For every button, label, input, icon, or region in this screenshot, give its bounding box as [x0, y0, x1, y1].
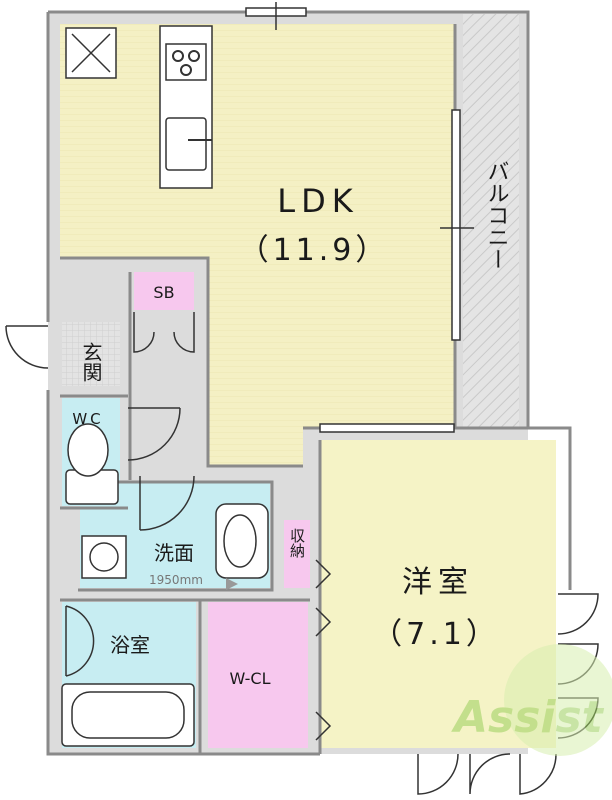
ldk-label: LDK [277, 182, 358, 220]
bath-door-icon [65, 605, 95, 677]
western-room-bottom-doors [417, 753, 557, 795]
svg-text:Assist: Assist [451, 692, 605, 743]
bath-label: 浴室 [110, 633, 150, 657]
wcl-label: W-CL [229, 669, 270, 688]
entrance-door-icon [5, 325, 49, 369]
ventilation-icon [65, 27, 117, 79]
balcony-label: バルコニー [484, 160, 509, 270]
wc-label: WC [72, 410, 103, 428]
washroom-door-icon [139, 475, 195, 531]
closet-door-marks [315, 559, 332, 741]
washing-machine-icon [81, 535, 127, 579]
ldk-size: （11.9） [239, 233, 390, 268]
wcl-closet [208, 602, 308, 748]
wash-basin-icon [215, 503, 269, 579]
washroom-width: 1950mm [149, 573, 203, 587]
assist-watermark-logo: Assist [451, 644, 612, 756]
wc-door-icon [127, 407, 181, 461]
window-marks [245, 2, 474, 433]
bathtub-icon [61, 683, 195, 747]
ldk-room [60, 24, 455, 466]
balcony-area [463, 14, 519, 428]
sb-label: SB [153, 283, 174, 302]
sb-door-icon [133, 312, 195, 353]
storage-closet [284, 520, 310, 588]
toilet-icon [65, 423, 119, 505]
entrance-label: 玄関 [79, 342, 103, 382]
kitchen-sink-icon [165, 117, 212, 171]
washroom-label: 洗面 [154, 541, 194, 565]
western-room-label: 洋室 [402, 565, 474, 600]
western-room-size: （7.1） [372, 617, 500, 652]
entrance-area [62, 322, 120, 386]
sb-closet [134, 272, 194, 310]
dimension-arrow-icon [226, 578, 238, 590]
storage-label: 収納 [288, 528, 306, 559]
